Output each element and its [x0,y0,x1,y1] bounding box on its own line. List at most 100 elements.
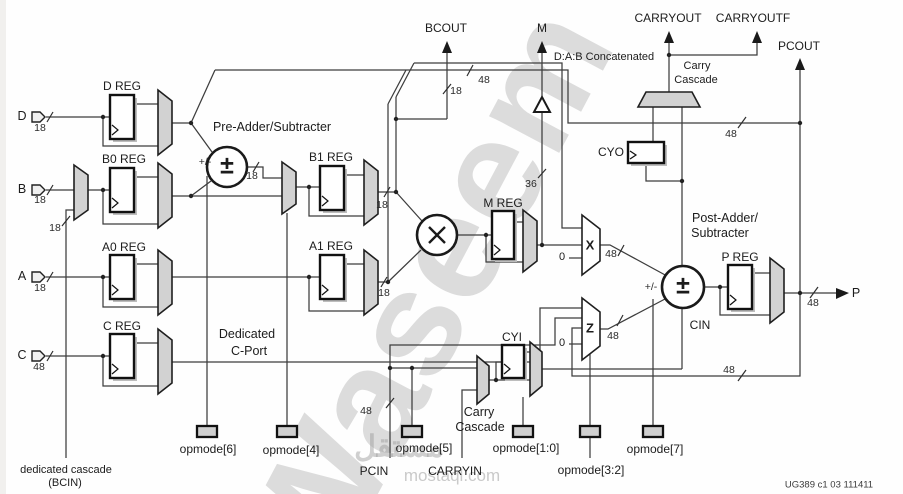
dab-concat-label: D:A:B Concatenated [553,51,655,63]
post-adder-plusminus-icon: ± [676,271,690,300]
junction-dots [100,52,803,383]
x-mux [581,213,601,277]
d-bus-width: 18 [34,122,46,134]
cyi-reg-box [500,343,526,380]
cyo-reg-label: CYO [597,145,625,159]
multiplier-x-glyph [428,226,446,244]
opmode32-label: opmode[3:2] [557,463,625,477]
post-adder-sign-label: +/- [644,281,658,293]
topright-width: 48 [725,128,737,140]
post-adder-label-line1: Post-Adder/ [691,211,759,225]
cyo-reg-box [626,140,666,165]
m-out-label: M [537,21,547,35]
d-reg-label: D REG [102,79,142,93]
cport-label-line2: C-Port [230,344,268,358]
a0-reg-label: A0 REG [101,240,147,254]
p-arrow [836,288,849,299]
cin-label: CIN [689,318,711,332]
dab-width: 48 [478,74,490,86]
carryout-label: CARRYOUT [634,11,702,25]
opmode7-label: opmode[7] [626,442,684,456]
pre-adder-label: Pre-Adder/Subtracter [212,120,332,134]
opmode4-connector [275,424,299,439]
bcin-label-line2: (BCIN) [48,477,82,489]
d-port-pad [31,111,46,123]
carryoutf-arrow [752,31,762,43]
scan-edge-strip [0,0,6,494]
carry-cascade-bottom-label-line1: Carry [463,405,495,419]
opmode6-connector [195,424,219,439]
b1-reg-mux [363,158,379,227]
c-reg-label: C REG [102,319,142,333]
post-adder-circle [660,264,706,310]
b1-out-width: 18 [376,199,388,211]
a-port-label: A [17,269,27,283]
pcout-arrow [795,58,805,70]
opmode5-label: opmode[5] [395,441,453,455]
opmode4-label: opmode[4] [262,443,320,457]
opmode10-label: opmode[1:0] [492,441,560,455]
x-zero-input: 0 [558,251,566,263]
carryout-arrow [664,31,674,43]
opmode6-label: opmode[6] [179,442,237,456]
z-mux-label: Z [586,320,594,336]
b1-reg-label: B1 REG [308,150,354,164]
carry-cascade-top-mux [636,91,702,108]
d-port-label: D [17,109,27,123]
c-reg-mux [157,327,173,396]
b-bus-width: 18 [34,194,46,206]
watermark-arabic: مستقل [354,430,444,464]
register-clock-marks [111,124,737,375]
a0-reg-mux [157,248,173,317]
b1-reg-box [318,164,346,212]
x-mux-label: X [585,237,595,253]
p-reg-mux [769,256,785,325]
cyi-reg-label: CYI [501,330,523,344]
b0-reg-mux [157,161,173,230]
watermark-site: mostaql.com [403,466,501,485]
bcin-label-line1: dedicated cascade [20,464,112,476]
preadder-out-width: 18 [246,170,258,182]
alu-circles [205,145,706,310]
pre-adder-circle [205,145,249,189]
m-width: 36 [525,178,537,190]
p-port-label: P [851,286,861,300]
carry-cascade-bottom-label-line2: Cascade [455,420,505,434]
a0-reg-box [108,253,136,301]
c-bus-width: 48 [33,361,45,373]
bcout-label: BCOUT [425,21,467,35]
pre-adder-plusminus-icon: ± [220,151,234,180]
pcin-label: PCIN [359,464,389,478]
cyi-bypass-mux [529,340,543,398]
m-buffer-icon [532,94,552,113]
wires [46,43,836,458]
m-reg-label: M REG [483,196,523,210]
b-port-label: B [17,182,27,196]
p-reg-label: P REG [721,250,759,264]
carryin-label: CARRYIN [428,464,482,478]
c-reg-box [108,332,136,380]
a-bus-width: 18 [34,282,46,294]
figure-reference: UG389 c1 03 111411 [784,479,874,491]
a1-reg-mux [363,248,379,317]
bcout-width: 18 [450,85,462,97]
feedback-width: 48 [723,364,735,376]
opmode10-connector [511,424,535,439]
p-out-width: 48 [807,297,819,309]
bcout-arrow [442,41,452,53]
b-port-pad [31,184,46,196]
m-arrow [537,41,547,53]
pcout-label: PCOUT [778,39,820,53]
a1-out-width: 18 [378,287,390,299]
z-mux [581,296,601,362]
post-adder-label-line2: Subtracter [691,226,749,240]
opmode7-connector [641,424,665,439]
opmode-connectors [195,424,665,439]
a1-reg-label: A1 REG [308,239,354,253]
z-zero-input: 0 [558,337,566,349]
cport-label-line1: Dedicated [218,327,276,341]
x-out-width: 48 [605,248,617,260]
carry-cascade-bottom-mux [476,354,490,406]
